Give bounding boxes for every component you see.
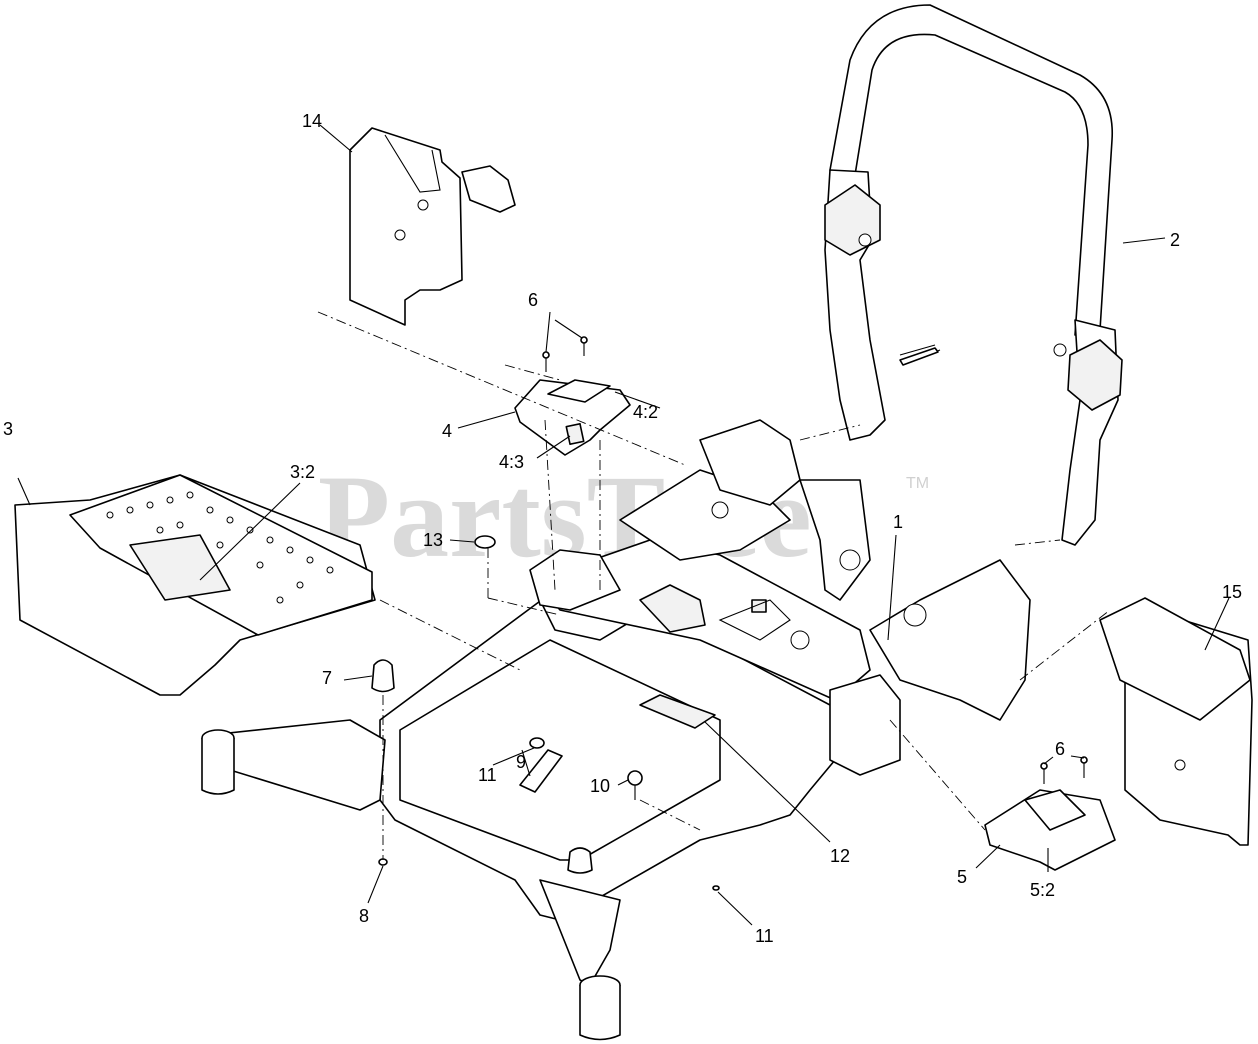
callout-8: 8	[359, 906, 369, 926]
part-13-plug[interactable]	[474, 535, 496, 549]
part-15-shield[interactable]	[1099, 597, 1253, 846]
part-4-cover[interactable]	[514, 379, 631, 456]
part-5-cover[interactable]	[984, 789, 1116, 871]
callout-12: 12	[830, 846, 850, 866]
part-14-shield[interactable]	[349, 127, 516, 326]
part-1-main-frame[interactable]	[379, 419, 1031, 921]
part-11-plug[interactable]	[529, 737, 720, 891]
watermark-trademark: TM	[906, 475, 929, 492]
part-6-screws[interactable]	[378, 336, 1088, 866]
callout-4-3: 4:3	[499, 452, 524, 472]
part-2-rollover-bar[interactable]	[824, 4, 1123, 546]
callout-1: 1	[893, 512, 903, 532]
part-10-knob[interactable]	[627, 770, 643, 800]
callout-6b: 6	[1055, 739, 1065, 759]
pivot-bolt	[899, 347, 939, 366]
callout-10: 10	[590, 776, 610, 796]
callout-14: 14	[302, 111, 322, 131]
callout-11a: 11	[478, 765, 497, 785]
callout-5: 5	[957, 867, 967, 887]
callout-4: 4	[442, 421, 452, 441]
part-7-bumper[interactable]	[371, 659, 593, 874]
callout-6a: 6	[528, 290, 538, 310]
callout-9: 9	[516, 752, 526, 772]
foot-plate-holes	[106, 491, 334, 604]
callout-5-2: 5:2	[1030, 880, 1055, 900]
part-3-floor-plate[interactable]	[14, 474, 376, 696]
callout-4-2: 4:2	[633, 402, 658, 422]
leader-lines	[17, 124, 1230, 926]
callout-labels: 1 2 3 3:2 4 4:2 4:3 5 5:2 6 6 7 8 9 10 1…	[3, 111, 1242, 946]
part-9-strap[interactable]	[519, 749, 563, 793]
callout-13: 13	[423, 530, 443, 550]
callout-15: 15	[1222, 582, 1242, 602]
callout-11b: 11	[755, 926, 774, 946]
frame-caster-arms	[201, 719, 621, 1041]
part-12-decal[interactable]	[639, 694, 716, 729]
callout-3-2: 3:2	[290, 462, 315, 482]
callout-3: 3	[3, 419, 13, 439]
callout-7: 7	[322, 668, 332, 688]
assembly-lines	[317, 311, 1111, 860]
callout-2: 2	[1170, 230, 1180, 250]
